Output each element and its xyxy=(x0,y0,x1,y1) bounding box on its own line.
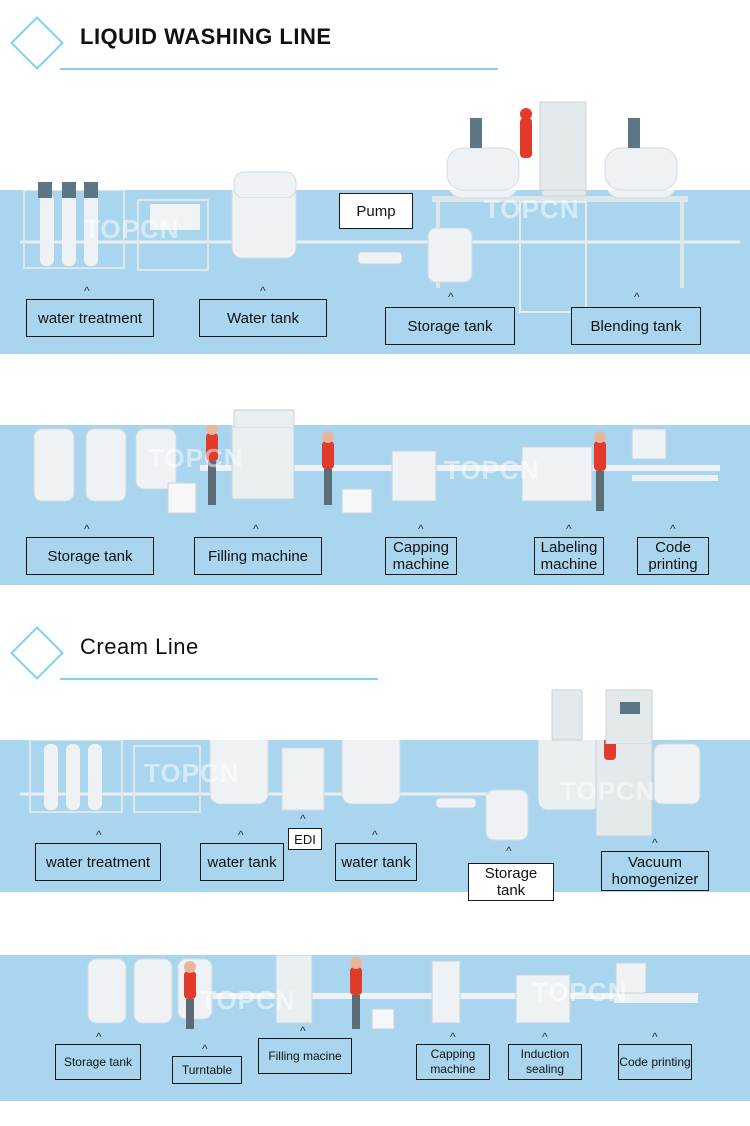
pointer-caret: ^ xyxy=(202,1042,208,1056)
label-water-treatment-2: water treatment xyxy=(35,843,161,881)
section-title: Cream Line xyxy=(80,634,199,659)
watermark: TOPCN xyxy=(148,443,244,473)
pointer-caret: ^ xyxy=(566,522,572,536)
label-water-tank: Water tank xyxy=(199,299,327,337)
label-storage-tank: Storage tank xyxy=(385,307,515,345)
label-labeling-machine: Labeling machine xyxy=(534,537,604,575)
label-induction-sealing: Induction sealing xyxy=(508,1044,582,1080)
pointer-caret: ^ xyxy=(634,290,640,304)
label-storage-tank-4: Storage tank xyxy=(55,1044,141,1080)
pointer-caret: ^ xyxy=(238,828,244,842)
water-tank xyxy=(231,190,297,259)
watermark: TOPCN xyxy=(200,985,296,1015)
label-storage-tank-2: Storage tank xyxy=(26,537,154,575)
cream-row1-equipment xyxy=(20,740,701,841)
pointer-caret: ^ xyxy=(670,522,676,536)
heading-rule xyxy=(60,678,378,680)
label-edi: EDI xyxy=(288,828,322,850)
label-capping-machine: Capping machine xyxy=(385,537,457,575)
pointer-caret: ^ xyxy=(84,284,90,298)
label-blending-tank: Blending tank xyxy=(571,307,701,345)
watermark: TOPCN xyxy=(484,194,580,224)
pointer-caret: ^ xyxy=(96,828,102,842)
section-heading-liquid: LIQUID WASHING LINE xyxy=(10,16,498,78)
pointer-caret: ^ xyxy=(260,284,266,298)
pointer-caret: ^ xyxy=(372,828,378,842)
ro-unit xyxy=(137,199,209,271)
pointer-caret: ^ xyxy=(652,836,658,850)
watermark: TOPCN xyxy=(532,977,628,1007)
liquid-row2-equipment xyxy=(33,425,720,514)
pointer-caret: ^ xyxy=(84,522,90,536)
label-code-printing: Code printing xyxy=(637,537,709,575)
filling-machine-top xyxy=(233,409,295,428)
watermark: TOPCN xyxy=(84,214,180,244)
label-filling-macine: Filling macine xyxy=(258,1038,352,1074)
diamond-icon xyxy=(10,16,64,70)
label-water-tank-2: water tank xyxy=(200,843,284,881)
label-code-printing-2: Code printing xyxy=(618,1044,692,1080)
homogenizer-top xyxy=(551,689,653,744)
label-vacuum-homogenizer: Vacuum homogenizer xyxy=(601,851,709,891)
pointer-caret: ^ xyxy=(448,290,454,304)
pointer-caret: ^ xyxy=(418,522,424,536)
pointer-caret: ^ xyxy=(506,844,512,858)
pointer-caret: ^ xyxy=(300,1024,306,1038)
watermark: TOPCN xyxy=(444,455,540,485)
pointer-caret: ^ xyxy=(300,812,306,826)
blending-tanks-top xyxy=(38,101,678,198)
pointer-caret: ^ xyxy=(450,1030,456,1044)
label-storage-tank-3: Storage tank xyxy=(468,863,554,901)
section-heading-cream: Cream Line xyxy=(10,626,390,688)
section-title: LIQUID WASHING LINE xyxy=(80,24,332,49)
label-filling-machine: Filling machine xyxy=(194,537,322,575)
heading-rule xyxy=(60,68,498,70)
label-turntable: Turntable xyxy=(172,1056,242,1084)
label-water-treatment: water treatment xyxy=(26,299,154,337)
pointer-caret: ^ xyxy=(96,1030,102,1044)
pointer-caret: ^ xyxy=(253,522,259,536)
watermark: TOPCN xyxy=(560,776,656,806)
pointer-caret: ^ xyxy=(652,1030,658,1044)
cream-row2-equipment xyxy=(87,955,698,1030)
label-capping-machine-2: Capping machine xyxy=(416,1044,490,1080)
label-water-tank-3: water tank xyxy=(335,843,417,881)
water-treatment-unit xyxy=(23,190,125,269)
liquid-row1-equipment xyxy=(20,190,740,313)
label-pump: Pump xyxy=(339,193,413,229)
diamond-icon xyxy=(10,626,64,680)
pointer-caret: ^ xyxy=(542,1030,548,1044)
watermark: TOPCN xyxy=(144,758,240,788)
